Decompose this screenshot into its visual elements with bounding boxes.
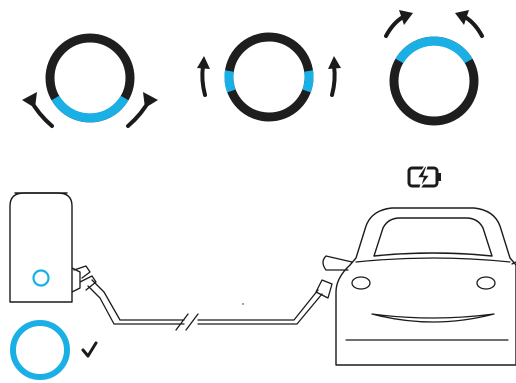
status-led [34, 271, 49, 286]
led-segment-lit [55, 98, 124, 118]
wallbox [10, 193, 96, 302]
curved-arrow-up-right-icon [455, 10, 482, 36]
arrow-up-icon [197, 56, 210, 95]
cable-break-mark [176, 314, 198, 330]
car-charge-port [316, 280, 332, 298]
led-segment-lit [399, 41, 468, 61]
curved-arrow-up-left-icon [22, 92, 52, 126]
charging-cable [88, 280, 322, 330]
curved-arrow-up-left-icon [386, 10, 413, 36]
ring-state-sides [197, 37, 341, 117]
headlight-right [477, 277, 495, 289]
ring-state-top [386, 10, 482, 121]
led-segment-lit [229, 71, 231, 91]
ring-state-bottom [22, 38, 158, 126]
status-ring [13, 323, 96, 377]
arrow-up-icon [328, 56, 341, 95]
headlight-left [352, 277, 370, 289]
wallbox-connector [72, 266, 96, 292]
checkmark-icon [83, 343, 96, 356]
led-segment-lit [307, 71, 309, 91]
led-ring [229, 37, 309, 117]
status-ring-led [13, 323, 67, 377]
car [316, 208, 516, 365]
battery-charging-icon [409, 166, 441, 188]
curved-arrow-up-right-icon [128, 92, 158, 126]
grille [372, 314, 494, 322]
